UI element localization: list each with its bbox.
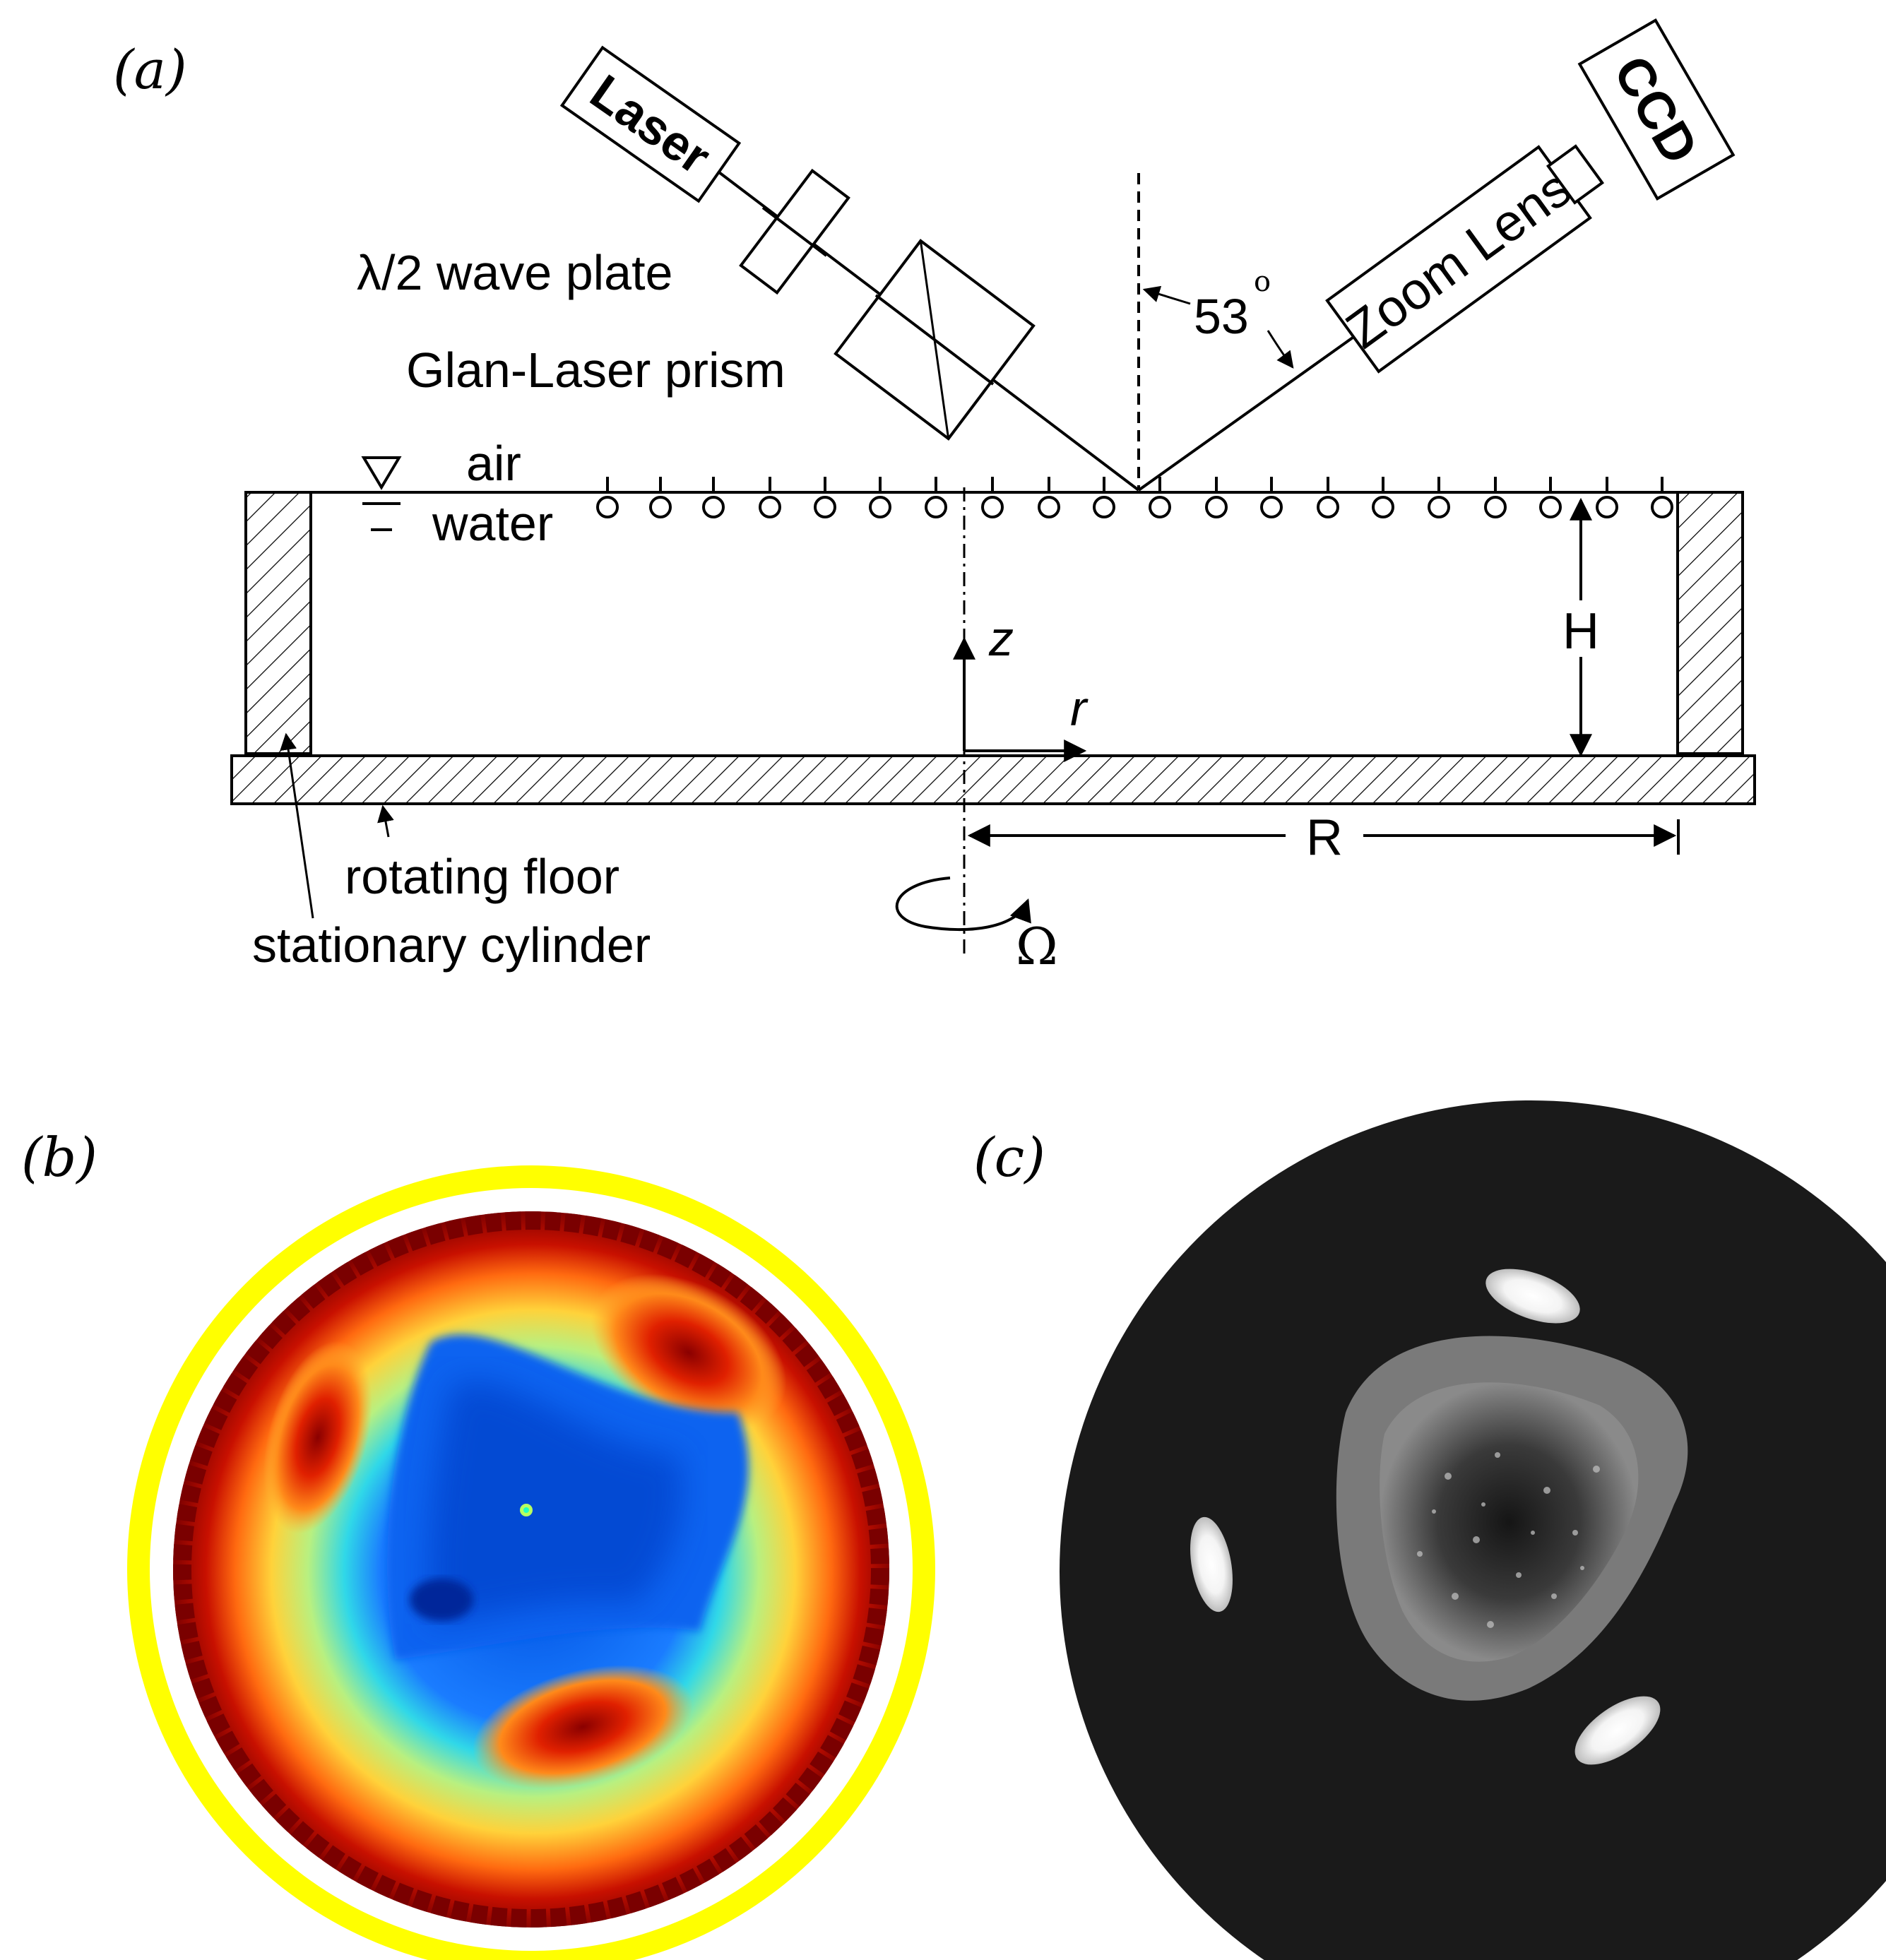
- free-surface-symbol: [361, 456, 402, 531]
- wave-plate-label: λ/2 wave plate: [357, 245, 672, 300]
- panel-c-label: (c): [973, 1126, 1045, 1189]
- height-label: H: [1562, 603, 1599, 660]
- angle-value: 53: [1194, 289, 1249, 344]
- surface-particles: [596, 477, 1673, 518]
- speckle-texture: [1417, 1452, 1600, 1628]
- angle-arrow-right: [1267, 330, 1294, 369]
- rotating-floor: [230, 754, 1756, 805]
- zoom-lens-label: Zoom Lens: [1336, 158, 1582, 360]
- angle-unit: o: [1254, 266, 1271, 298]
- stationary-cylinder-left-wall: [244, 491, 312, 755]
- ccd-box: CCD: [1577, 18, 1736, 201]
- floor-label-arrow: [377, 804, 394, 838]
- water-label: water: [432, 496, 553, 551]
- red-lobe-top-right: [591, 1273, 787, 1432]
- prism-label: Glan-Laser prism: [406, 343, 785, 398]
- panel-a-label: (a): [113, 38, 187, 101]
- vorticity-map: [127, 1165, 935, 1960]
- red-lobe-left: [263, 1341, 372, 1534]
- bright-spot-left: [1190, 1516, 1233, 1612]
- cylinder-label-arrow: [280, 732, 314, 919]
- zoom-lens-box: Zoom Lens: [1325, 145, 1592, 374]
- rotation-arrow: [895, 877, 1031, 932]
- r-axis-label: r: [1070, 681, 1089, 736]
- z-axis-label: z: [988, 611, 1014, 666]
- brewster-angle-image: [1060, 1100, 1886, 1960]
- air-label: air: [466, 436, 521, 491]
- omega-label: Ω: [1016, 917, 1058, 976]
- bright-spot-top: [1485, 1269, 1580, 1324]
- radius-label: R: [1306, 809, 1343, 866]
- rotating-floor-label: rotating floor: [345, 849, 619, 904]
- red-lobe-bottom: [473, 1665, 693, 1789]
- bright-spot-bottom-right: [1574, 1696, 1661, 1765]
- stationary-cylinder-label: stationary cylinder: [252, 917, 651, 973]
- reflected-beam: [1137, 336, 1354, 492]
- laser-box: Laser: [559, 45, 742, 203]
- beam-through-plate: [761, 206, 828, 257]
- angle-arrow-left: [1142, 285, 1191, 305]
- stationary-cylinder-right-wall: [1676, 491, 1744, 755]
- panel-b-label: (b): [21, 1126, 97, 1189]
